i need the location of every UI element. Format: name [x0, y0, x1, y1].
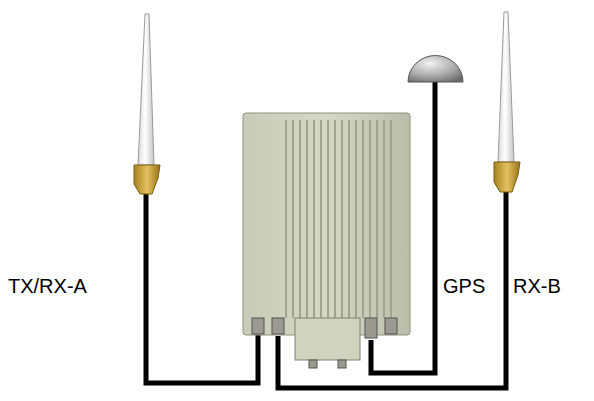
antenna-base	[134, 165, 160, 194]
cable-tx-rx-a	[146, 192, 258, 383]
whip-antenna	[138, 14, 154, 165]
gps-antenna	[408, 56, 463, 82]
connectors	[252, 318, 397, 368]
junction-box	[295, 318, 360, 360]
radio-unit	[243, 113, 410, 335]
signal-label: GPS	[443, 276, 485, 296]
signal-label: RX-B	[513, 276, 561, 296]
heatsink-fins	[286, 120, 391, 318]
antenna-base	[494, 162, 520, 192]
signal-label: TX/RX-A	[8, 276, 87, 296]
whip-antenna	[498, 12, 514, 162]
